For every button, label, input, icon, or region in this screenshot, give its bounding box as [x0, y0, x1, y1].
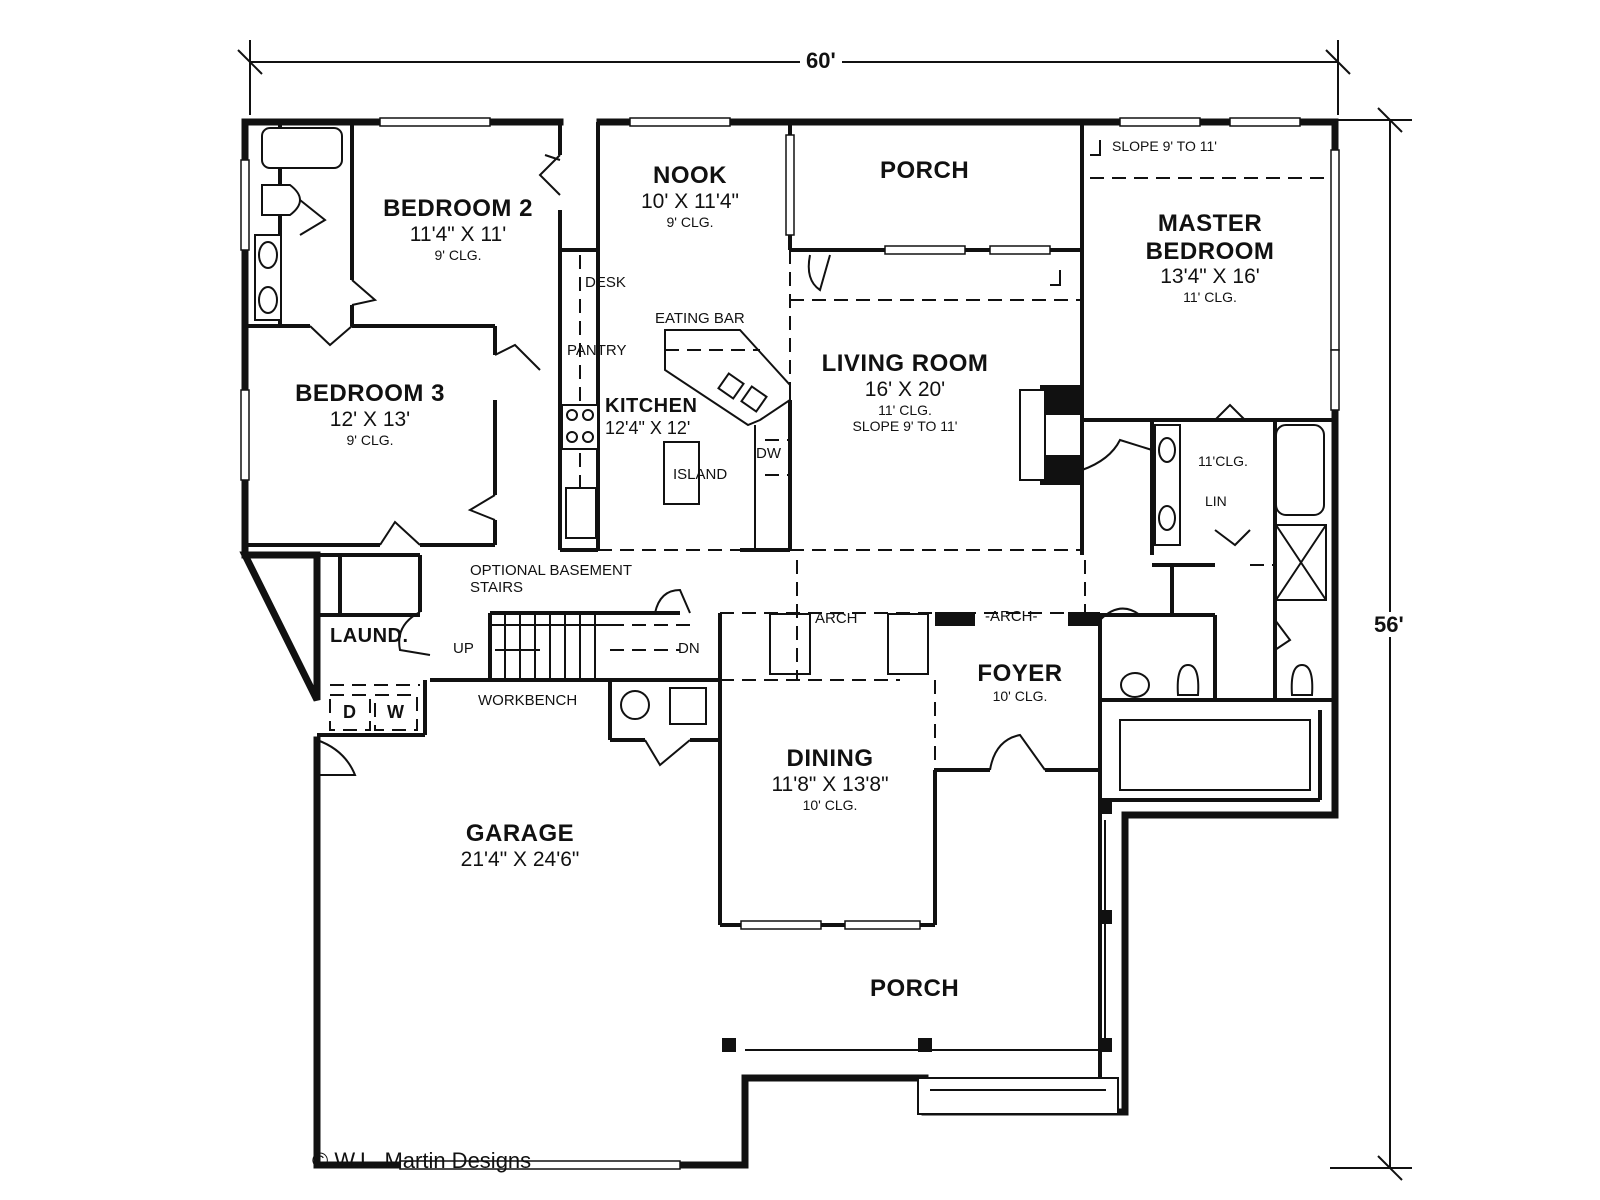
room-size: 16' X 20': [864, 377, 946, 401]
bedroom-3-label: BEDROOM 3 12' X 13' 9' CLG.: [270, 380, 470, 448]
nook-label: NOOK 10' X 11'4" 9' CLG.: [610, 162, 770, 230]
workbench-label: WORKBENCH: [478, 692, 578, 709]
room-name: BEDROOM 2: [383, 195, 533, 222]
living-room-label: LIVING ROOM 16' X 20' 11' CLG. SLOPE 9' …: [800, 350, 1010, 434]
up-label: UP: [453, 640, 474, 657]
arch-label-2: -ARCH-: [985, 608, 1038, 625]
designer-credit: © W.L. Martin Designs: [312, 1148, 532, 1173]
fixtures: [254, 127, 1327, 791]
room-name: FOYER: [977, 660, 1063, 687]
width-dimension-label: 60': [800, 48, 842, 74]
dw-label: DW: [756, 445, 781, 462]
master-slope-label: SLOPE 9' TO 11': [1112, 138, 1217, 154]
stairs: [490, 613, 690, 680]
dimension-lines: [237, 40, 1412, 1181]
room-ceiling: 11' CLG.: [878, 401, 932, 418]
room-name: DINING: [786, 745, 874, 772]
front-porch-label: PORCH: [870, 975, 960, 1002]
room-name: NOOK: [653, 162, 727, 189]
room-name: LIVING ROOM: [821, 350, 989, 377]
bath-ceiling-label: 11'CLG.: [1198, 453, 1248, 469]
room-size: 12'4" X 12': [605, 418, 691, 438]
room-size: 11'4" X 11': [409, 222, 507, 246]
room-name: KITCHEN: [605, 395, 698, 417]
washer-label: W: [387, 702, 405, 722]
master-bedroom-label: MASTER BEDROOM 13'4" X 16' 11' CLG.: [1110, 210, 1310, 305]
basement-line2: STAIRS: [470, 579, 524, 597]
room-name-line1: MASTER: [1157, 210, 1263, 237]
pantry-label: PANTRY: [567, 342, 627, 359]
windows: [240, 117, 1340, 1170]
kitchen-label: KITCHEN 12'4" X 12': [605, 395, 725, 439]
island-label: ISLAND: [673, 466, 728, 483]
room-size: 12' X 13': [329, 407, 411, 431]
room-size: 10' X 11'4": [641, 189, 739, 213]
laundry-label-visible: LAUND.: [330, 625, 409, 647]
rear-porch-label: PORCH: [880, 157, 970, 184]
dryer-label: D: [343, 702, 357, 722]
door-swings: [299, 140, 1292, 776]
room-size: 11'8" X 13'8": [771, 772, 889, 796]
arch-label-1: ARCH: [815, 610, 858, 627]
garage-label: GARAGE 21'4" X 24'6": [420, 820, 620, 872]
foyer-label: FOYER 10' CLG.: [960, 660, 1080, 704]
room-ceiling: 11' CLG.: [1183, 289, 1237, 306]
dashed-lines: [330, 177, 1335, 770]
desk-label: DESK: [585, 274, 626, 291]
bedroom-2-label: BEDROOM 2 11'4" X 11' 9' CLG.: [358, 195, 558, 263]
room-ceiling: 9' CLG.: [346, 431, 394, 448]
room-name: GARAGE: [465, 820, 575, 847]
eating-bar-label: EATING BAR: [655, 310, 745, 327]
room-name-line2: BEDROOM: [1145, 237, 1275, 265]
basement-stairs-label: OPTIONAL BASEMENT STAIRS: [470, 562, 632, 597]
room-ceiling: 10' CLG.: [992, 687, 1048, 704]
dn-label: DN: [678, 640, 700, 657]
depth-dimension-label: 56': [1368, 612, 1410, 638]
room-ceiling: 9' CLG.: [666, 213, 714, 230]
room-ceiling: 9' CLG.: [434, 246, 482, 263]
room-slope: SLOPE 9' TO 11': [852, 417, 958, 434]
room-size: 21'4" X 24'6": [460, 847, 580, 871]
dining-label: DINING 11'8" X 13'8" 10' CLG.: [730, 745, 930, 813]
linen-label: LIN: [1205, 493, 1227, 509]
basement-line1: OPTIONAL BASEMENT: [470, 562, 632, 579]
room-size: 13'4" X 16': [1160, 265, 1260, 289]
room-name: BEDROOM 3: [295, 380, 445, 407]
room-ceiling: 10' CLG.: [802, 796, 858, 813]
